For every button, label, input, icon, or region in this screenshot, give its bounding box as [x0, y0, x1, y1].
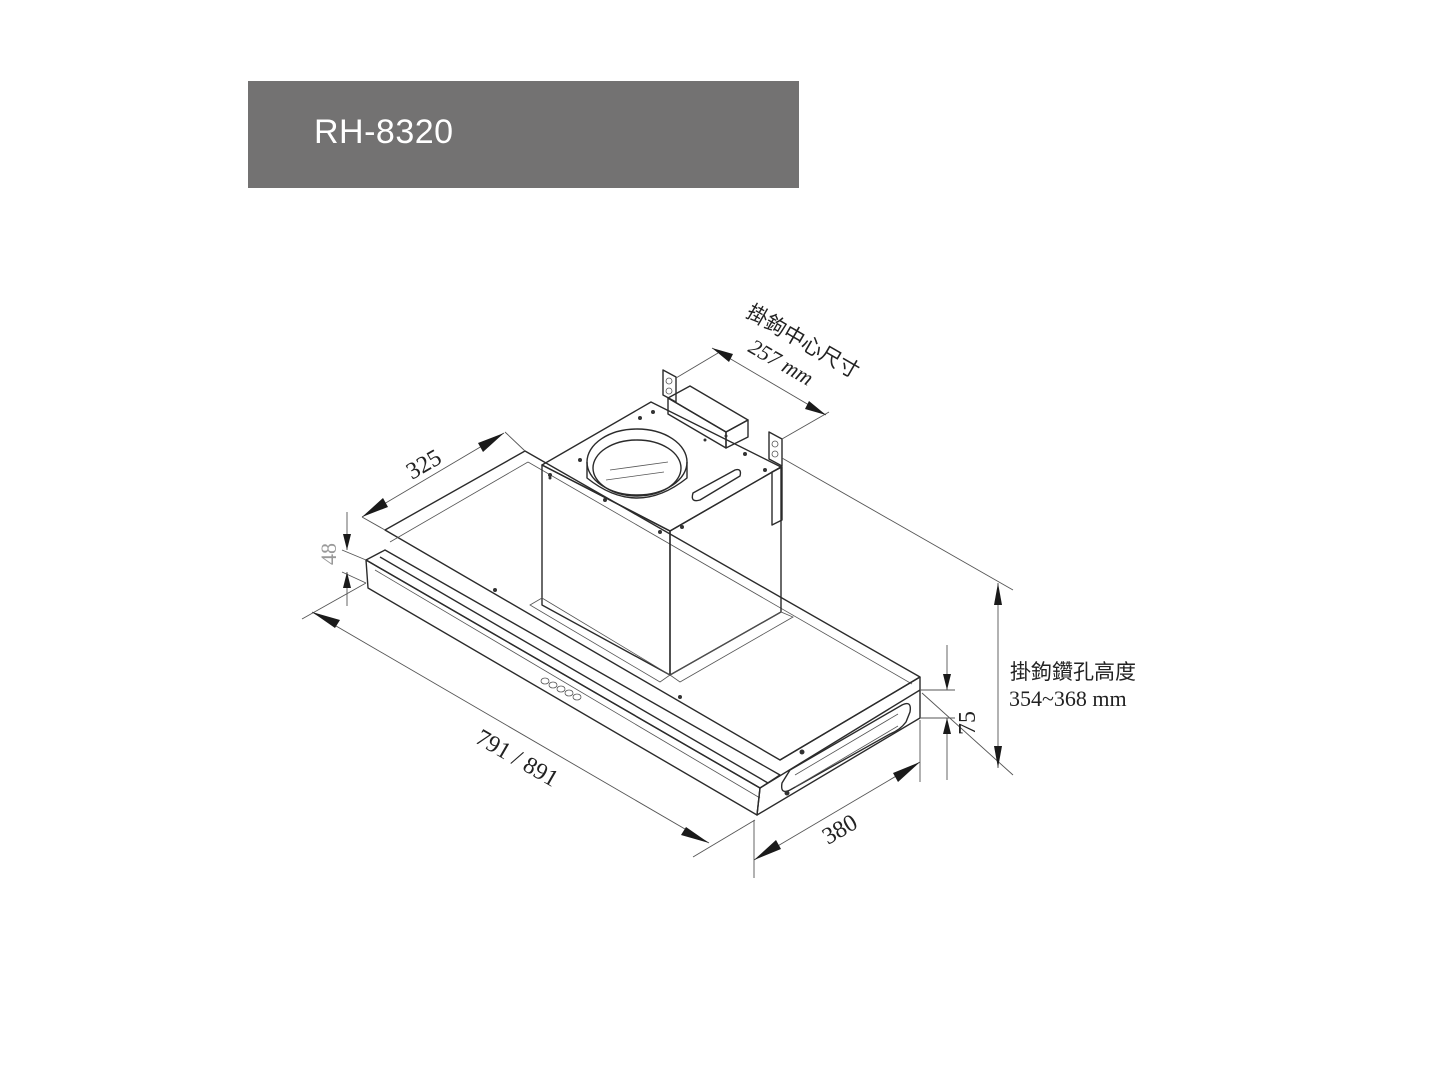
depth-label: 380 [818, 810, 862, 851]
hook-height-label: 掛鉤鑽孔高度 [1010, 660, 1136, 684]
width-label: 791 / 891 [471, 725, 563, 793]
control-buttons [540, 677, 582, 701]
side-height-label: 75 [955, 711, 981, 735]
dimension-lines [301, 347, 1014, 878]
hook-height-value: 354~368 mm [1009, 686, 1127, 711]
screw-holes [493, 410, 805, 796]
top-depth-label: 325 [402, 445, 446, 486]
duct-collar [586, 428, 688, 499]
range-hood-outline [365, 369, 921, 816]
title-bar: RH-8320 [248, 81, 799, 188]
front-height-label: 48 [316, 543, 341, 565]
model-title: RH-8320 [314, 113, 454, 151]
hanging-hooks [662, 369, 783, 467]
